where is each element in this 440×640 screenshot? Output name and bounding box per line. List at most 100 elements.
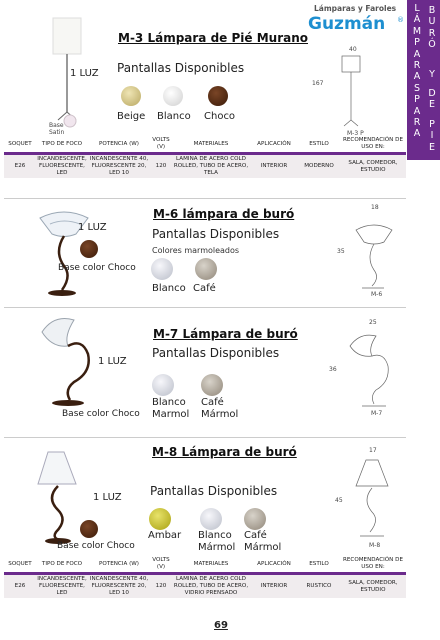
m3-dim-height: 167 bbox=[312, 80, 324, 87]
header-aplicacion: APLICACIÓN bbox=[257, 560, 291, 567]
brand-reg: ® bbox=[397, 16, 404, 24]
header-materiales: MATERIALES bbox=[193, 140, 229, 147]
m8-swatch-label: Ambar bbox=[148, 530, 182, 541]
m3-swatch-label: Blanco bbox=[157, 111, 191, 122]
sidebar-letter: A bbox=[413, 128, 421, 140]
swatch-blanco-marmol bbox=[151, 258, 173, 280]
table-lamp-photo-icon bbox=[39, 211, 89, 296]
sidebar-letter: L bbox=[414, 3, 420, 14]
header-recomendacion: RECOMENDACIÓN DE USO EN: bbox=[343, 557, 403, 570]
table-lamp-drawing-icon bbox=[355, 224, 393, 289]
header-bar bbox=[4, 152, 406, 155]
sidebar-col-1: L Á M P A R A S P A R A bbox=[410, 3, 424, 140]
brand-line1: Lámparas y Faroles bbox=[314, 4, 397, 13]
brand-line2: Guzmán bbox=[308, 14, 386, 34]
sidebar-letter: P bbox=[414, 94, 420, 106]
spec-table-m8: SOQUET TIPO DE FOCO POTENCIA (W) VOLTS (… bbox=[4, 556, 406, 598]
sidebar-letter: B bbox=[428, 5, 436, 16]
sidebar-letter: R bbox=[413, 60, 421, 72]
header-potencia: POTENCIA (W) bbox=[99, 560, 139, 567]
swatch-blanco-marmol bbox=[152, 374, 174, 396]
table-lamp-drawing-icon bbox=[355, 459, 389, 537]
header-volts: VOLTS (V) bbox=[152, 137, 170, 150]
page-number: 69 bbox=[214, 620, 228, 631]
category-sidebar: L Á M P A R A S P A R A B U R Ó Y D E P … bbox=[407, 0, 440, 160]
m8-dim-width: 17 bbox=[369, 447, 377, 454]
sidebar-letter: A bbox=[413, 71, 421, 83]
m7-pantallas: Pantallas Disponibles bbox=[152, 346, 280, 360]
m6-pantallas: Pantallas Disponibles bbox=[152, 227, 280, 241]
cell-potencia: INCANDESCENTE 40, FLUORESCENTE 20, LED 1… bbox=[88, 575, 150, 598]
cell-materiales: LAMINA DE ACERO COLD ROLLED, TUBO DE ACE… bbox=[172, 155, 250, 178]
divider bbox=[4, 437, 406, 438]
swatch-blanco-marmol bbox=[200, 508, 222, 530]
m3-base-label: Base Satin bbox=[49, 122, 65, 136]
header-estilo: ESTILO bbox=[309, 140, 329, 147]
swatch-choco bbox=[80, 520, 98, 538]
sidebar-letter: Ó bbox=[428, 39, 436, 51]
sidebar-letter: R bbox=[428, 27, 436, 39]
cell-tipo-foco: INCANDESCENTE, FLUORESCENTE, LED bbox=[36, 575, 88, 598]
cell-estilo: MODERNO bbox=[298, 155, 340, 178]
cell-soquet: E26 bbox=[4, 155, 36, 178]
swatch-choco bbox=[208, 86, 228, 106]
swatch-cafe-marmol bbox=[244, 508, 266, 530]
m6-title: M-6 lámpara de buró bbox=[153, 207, 295, 221]
sidebar-letter: R bbox=[413, 117, 421, 129]
header-materiales: MATERIALES bbox=[193, 560, 229, 567]
cell-volts: 120 bbox=[150, 155, 172, 178]
sidebar-letter: U bbox=[428, 16, 436, 28]
m8-swatch-label: Blanco Mármol bbox=[198, 530, 236, 553]
sidebar-letter: A bbox=[413, 48, 421, 60]
sidebar-letter: E bbox=[428, 99, 435, 111]
header-tipo-foco: TIPO DE FOCO bbox=[41, 140, 83, 147]
m3-swatch-label: Choco bbox=[204, 111, 236, 122]
m8-title: M-8 Lámpara de buró bbox=[152, 445, 297, 459]
m7-base-label: Base color Choco bbox=[62, 409, 140, 419]
sidebar-letter: D bbox=[428, 88, 436, 100]
m3-title: M-3 Lámpara de Pié Murano bbox=[118, 31, 308, 45]
sidebar-letter: I bbox=[430, 130, 434, 142]
sidebar-letter: A bbox=[413, 105, 421, 117]
swatch-beige bbox=[121, 86, 141, 106]
cell-aplicacion: INTERIOR bbox=[250, 155, 298, 178]
sidebar-letter: M bbox=[412, 25, 422, 37]
m6-swatch-label: Café bbox=[193, 283, 216, 294]
swatch-ambar bbox=[149, 508, 171, 530]
divider bbox=[4, 198, 406, 199]
m7-dim-height: 36 bbox=[329, 366, 337, 373]
cell-estilo: RUSTICO bbox=[298, 575, 340, 598]
sidebar-letter: Á bbox=[413, 14, 421, 26]
m6-model: M-6 bbox=[371, 291, 383, 298]
m6-dim-width: 18 bbox=[371, 204, 379, 211]
m3-luz: 1 LUZ bbox=[70, 68, 99, 79]
header-aplicacion: APLICACIÓN bbox=[257, 140, 291, 147]
table-lamp-drawing-icon bbox=[349, 334, 389, 407]
header-estilo: ESTILO bbox=[309, 560, 329, 567]
m7-title: M-7 Lámpara de buró bbox=[153, 327, 298, 341]
m8-dim-height: 45 bbox=[335, 497, 343, 504]
sidebar-letter: Y bbox=[429, 68, 435, 80]
cell-soquet: E26 bbox=[4, 575, 36, 598]
m8-base-label: Base color Choco bbox=[57, 541, 135, 551]
cell-volts: 120 bbox=[150, 575, 172, 598]
m8-swatch-label: Café Mármol bbox=[244, 530, 282, 553]
cell-potencia: INCANDESCENTE 40, FLUORESCENTE 20, LED 1… bbox=[88, 155, 150, 178]
spec-table-m3: SOQUET TIPO DE FOCO POTENCIA (W) VOLTS (… bbox=[4, 136, 406, 178]
table-lamp-photo-icon bbox=[41, 318, 90, 406]
m8-pantallas: Pantallas Disponibles bbox=[150, 484, 278, 498]
cell-materiales: LAMINA DE ACERO COLD ROLLED, TUBO DE ACE… bbox=[172, 575, 250, 598]
m8-model: M-8 bbox=[369, 542, 381, 549]
table-lamp-photo-icon bbox=[37, 451, 77, 544]
divider bbox=[4, 307, 406, 308]
header-potencia: POTENCIA (W) bbox=[99, 140, 139, 147]
header-soquet: SOQUET bbox=[8, 140, 32, 147]
m3-dim-width: 40 bbox=[349, 46, 357, 53]
m3-swatch-label: Beige bbox=[117, 111, 146, 122]
swatch-cafe-marmol bbox=[201, 374, 223, 396]
sidebar-letter: S bbox=[413, 82, 421, 94]
m8-luz: 1 LUZ bbox=[93, 492, 122, 503]
cell-recomendacion: SALA, COMEDOR, ESTUDIO bbox=[340, 575, 406, 598]
cell-tipo-foco: INCANDESCENTE, FLUORESCENTE, LED bbox=[36, 155, 88, 178]
sidebar-letter: P bbox=[414, 37, 420, 49]
